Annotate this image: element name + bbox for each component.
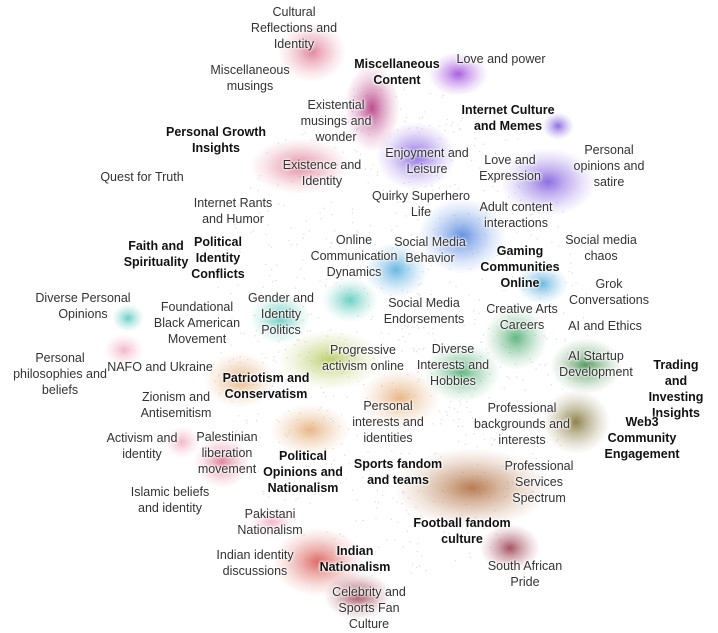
label-activism-identity: Activism and identity	[106, 431, 178, 461]
label-professional-services: Professional Services Spectrum	[504, 459, 574, 505]
label-personal-philosophies: Personal philosophies and beliefs	[13, 351, 107, 397]
cluster-political-opinions	[270, 404, 350, 456]
label-indian-identity: Indian identity discussions	[216, 548, 294, 578]
cluster-cultural-reflections	[278, 22, 346, 82]
label-patriotism: Patriotism and Conservatism	[222, 371, 310, 401]
label-miscellaneous-content: Miscellaneous Content	[354, 57, 440, 87]
label-existence-identity: Existence and Identity	[282, 158, 362, 188]
label-zionism: Zionism and Antisemitism	[140, 390, 212, 420]
label-political-opinions: Political Opinions and Nationalism	[263, 449, 343, 495]
label-personal-growth: Personal Growth Insights	[165, 125, 267, 155]
cluster-halos	[104, 22, 622, 620]
label-ai-startup: AI Startup Development	[559, 349, 633, 379]
cluster-online-communication	[364, 242, 428, 298]
cluster-social-media-endorsements	[322, 278, 378, 322]
label-internet-culture: Internet Culture and Memes	[461, 103, 555, 133]
label-trading-investing: Trading and Investing Insights	[648, 358, 704, 420]
cluster-football	[394, 448, 550, 528]
label-internet-rants: Internet Rants and Humor	[193, 196, 273, 226]
cluster-diverse-interests	[424, 342, 500, 402]
cluster-gender-identity	[250, 292, 310, 344]
label-quirky-superhero: Quirky Superhero Life	[372, 189, 470, 219]
label-nafo-ukraine: NAFO and Ukraine	[107, 360, 213, 374]
label-online-communication: Online Communication Dynamics	[310, 233, 398, 279]
label-grok-conversations: Grok Conversations	[569, 277, 649, 307]
label-football: Football fandom culture	[413, 516, 511, 546]
label-diverse-interests: Diverse Interests and Hobbies	[416, 342, 490, 388]
cluster-diverse-opinions	[112, 304, 144, 332]
label-creative-arts: Creative Arts Careers	[486, 302, 558, 332]
cluster-creative-arts	[484, 306, 548, 370]
label-adult-content: Adult content interactions	[479, 200, 553, 230]
label-love-expression: Love and Expression	[479, 153, 541, 183]
label-islamic-beliefs: Islamic beliefs and identity	[130, 485, 210, 515]
label-diverse-personal-opinions: Diverse Personal Opinions	[35, 291, 131, 321]
cluster-activism-identity	[164, 426, 200, 458]
label-social-media-behavior: Social Media Behavior	[394, 235, 466, 265]
label-social-media-chaos: Social media chaos	[565, 233, 637, 263]
cluster-celebrity-sports	[324, 572, 392, 620]
cluster-personal-interests	[360, 368, 440, 428]
label-enjoyment-leisure: Enjoyment and Leisure	[385, 146, 469, 176]
label-cultural-reflections: Cultural Reflections and Identity	[250, 5, 338, 51]
cluster-gaming	[516, 264, 568, 304]
label-ai-ethics: AI and Ethics	[568, 319, 642, 333]
label-pakistani: Pakistani Nationalism	[237, 507, 303, 537]
cluster-existence	[250, 138, 350, 194]
cluster-pakistani	[248, 506, 296, 538]
label-faith-spirituality: Faith and Spirituality	[123, 239, 189, 269]
label-social-media-endorsements: Social Media Endorsements	[383, 296, 465, 326]
label-personal-interests: Personal interests and identities	[352, 399, 424, 445]
cluster-progressive-activism	[278, 330, 382, 390]
cluster-ai-startup	[550, 338, 622, 394]
label-sports-fandom: Sports fandom and teams	[353, 457, 443, 487]
label-indian-nationalism: Indian Nationalism	[319, 544, 391, 574]
cluster-palestinian	[194, 436, 250, 488]
label-quest-for-truth: Quest for Truth	[100, 170, 184, 184]
cluster-social-media-behavior	[418, 198, 506, 274]
cluster-adult-content	[500, 148, 596, 216]
label-foundational-black: Foundational Black American Movement	[153, 300, 241, 346]
label-political-identity: Political Identity Conflicts	[191, 235, 245, 281]
label-miscellaneous-musings: Miscellaneous musings	[210, 63, 290, 93]
label-gaming-communities: Gaming Communities Online	[480, 244, 560, 290]
cluster-miscellaneous-content	[344, 64, 400, 152]
label-palestinian: Palestinian liberation movement	[196, 430, 258, 476]
label-gender-identity: Gender and Identity Politics	[247, 291, 315, 337]
label-web3: Web3 Community Engagement	[604, 415, 680, 461]
cluster-enjoyment-leisure	[376, 122, 456, 190]
cluster-patriotism	[204, 352, 276, 408]
cluster-internet-memes	[542, 112, 574, 140]
cluster-love-and-power	[428, 52, 488, 96]
label-professional-backgrounds: Professional backgrounds and interests	[474, 401, 570, 447]
label-existential-musings: Existential musings and wonder	[300, 98, 372, 144]
cluster-south-african	[480, 524, 540, 572]
cluster-web3	[542, 390, 610, 454]
label-progressive-activism: Progressive activism online	[322, 343, 404, 373]
label-love-and-power: Love and power	[456, 52, 546, 66]
label-south-african: South African Pride	[487, 559, 563, 589]
label-celebrity-sports: Celebrity and Sports Fan Culture	[332, 585, 406, 631]
label-personal-opinions-satire: Personal opinions and satire	[573, 143, 645, 189]
cluster-nafo	[104, 334, 144, 366]
